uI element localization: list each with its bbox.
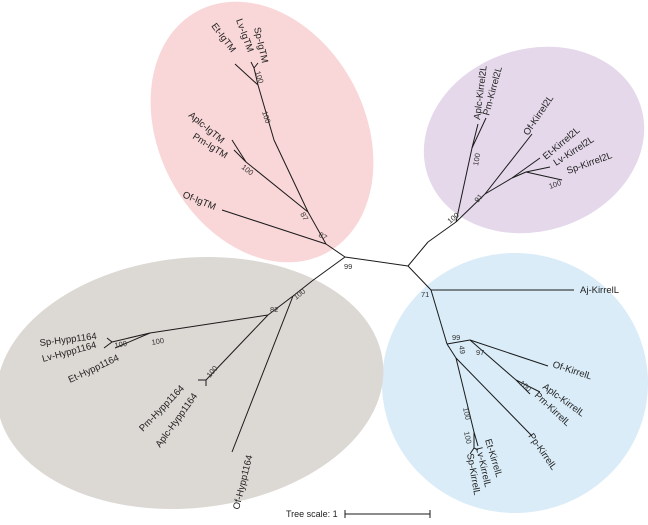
bootstrap-igtm-sp-lv: 100 (253, 70, 265, 85)
bootstrap-igtm-inner: 87 (298, 211, 310, 223)
branch-igtm-splv (253, 67, 259, 86)
branch-et-hypp (114, 332, 151, 349)
bootstrap-hy-et: 100 (151, 336, 165, 347)
branch-igtm-inner (307, 211, 327, 245)
branch-et-k2l (511, 157, 541, 179)
branch-et-igtm (234, 63, 259, 86)
branch-kl-inner (430, 289, 448, 345)
branch-lv-k2l (525, 166, 551, 173)
leaf-aj-kirrell: Aj-KirrelL (580, 285, 619, 296)
branch-pm-igtm (233, 149, 247, 163)
bootstrap-kl-49: 49 (457, 345, 467, 355)
kirrel2l-clade-ellipse (423, 46, 645, 234)
bootstrap-igtm-root: 87 (317, 230, 329, 242)
branch-aplc-kl (515, 379, 541, 393)
bootstrap-center: 99 (344, 262, 352, 271)
branch-igtm-aplcpm (245, 161, 309, 213)
branch-kl-aplcpm-node (469, 339, 517, 381)
bootstrap-hy-82: 82 (270, 305, 278, 314)
kirrell-clade-ellipse (382, 253, 648, 513)
bootstrap-igtm-et: 100 (260, 110, 272, 125)
branch-hy-upper (149, 314, 269, 334)
branch-k2l-lvsp (511, 171, 527, 179)
branch-sp-igtm (253, 62, 259, 69)
branch-kl-et-node (455, 357, 475, 433)
branch-kl-stem (407, 265, 432, 291)
branch-pp-kl (455, 357, 533, 437)
tree-scale-label: Tree scale: 1 (286, 509, 338, 519)
branch-k2l-stem (427, 221, 457, 243)
branch-of-k2l (484, 133, 533, 195)
branch-pm-kl (515, 379, 531, 395)
bootstrap-hy-sp-lv: 100 (114, 339, 128, 350)
bootstrap-kl-root: 71 (421, 290, 429, 299)
branch-k2l-etnode (484, 177, 513, 195)
bootstrap-kl-et: 100 (461, 407, 472, 421)
igtm-clade-ellipse (150, 1, 374, 263)
branch-sp-kl (469, 447, 475, 455)
branch-sp-k2l (525, 171, 563, 181)
branch-igtm-et-node (257, 84, 275, 141)
bootstrap-k2l-lv-sp: 100 (548, 178, 563, 191)
bootstrap-k2l-aplc-pm: 100 (471, 152, 482, 166)
branch-kl-upper (446, 339, 471, 345)
branch-of-igtm (221, 209, 327, 245)
branch-kl-49 (446, 343, 457, 359)
branch-hy-splv (111, 332, 151, 343)
branch-aplc-igtm (231, 139, 247, 163)
branch-of-hypp (231, 295, 294, 453)
bootstrap-kl-of: 97 (476, 348, 484, 357)
branch-hy-root (292, 280, 313, 297)
branch-et-kl (473, 431, 479, 447)
branch-hy-82 (267, 295, 294, 316)
branch-lv-kl (473, 447, 479, 451)
branch-lv-igtm (250, 61, 255, 69)
branch-igtm-stem (325, 243, 346, 258)
branch-aplc-k2l (471, 123, 479, 149)
branch-lv-hypp (103, 341, 113, 349)
branch-hy-stem (311, 256, 346, 282)
branch-kirrel-stem (407, 241, 429, 267)
hypp-clade-ellipse (0, 257, 384, 509)
branch-hy-pmaplc (205, 314, 269, 381)
tree-branches (103, 61, 574, 455)
branch-k2l-right (455, 193, 486, 223)
bootstrap-kl-lv-sp: 100 (462, 431, 473, 445)
branch-kl-of (469, 339, 549, 367)
branch-k2l-aplcpm (455, 147, 473, 223)
branch-sp-hypp (106, 337, 113, 343)
tree-scale: Tree scale: 1 (286, 509, 431, 519)
branch-pm-k2l (471, 117, 487, 149)
bootstrap-kl-inner: 99 (452, 333, 460, 342)
branch-center (344, 256, 409, 267)
branch-igtm-upper (273, 139, 309, 213)
